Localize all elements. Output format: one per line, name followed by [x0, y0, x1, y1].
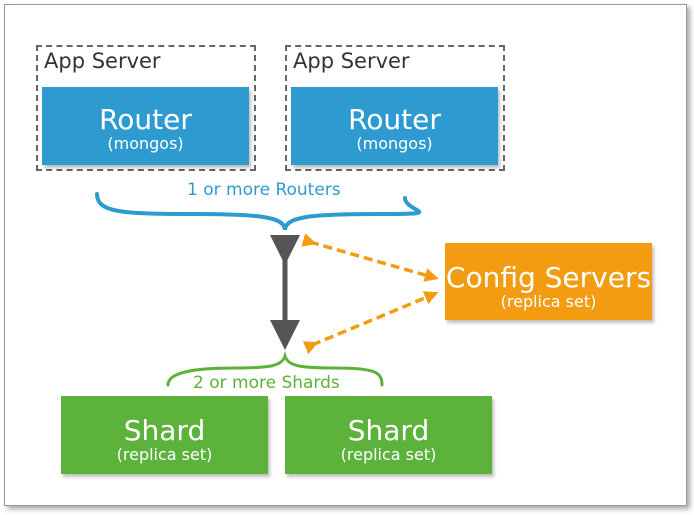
config-servers-subtitle: (replica set)	[500, 292, 597, 311]
shards-brace	[166, 350, 384, 387]
routers-brace-label: 1 or more Routers	[187, 180, 341, 200]
shard-box-2: Shard (replica set)	[285, 396, 492, 474]
app-server-label: App Server	[44, 49, 161, 73]
config-router-arrow	[301, 233, 439, 282]
shard-title: Shard	[347, 414, 430, 447]
shard-subtitle: (replica set)	[340, 445, 437, 464]
app-server-label: App Server	[293, 49, 410, 73]
router-subtitle: (mongos)	[107, 134, 184, 153]
router-box-1: Router (mongos)	[42, 87, 249, 165]
shard-box-1: Shard (replica set)	[61, 396, 268, 474]
router-subtitle: (mongos)	[356, 134, 433, 153]
shard-title: Shard	[123, 414, 206, 447]
config-servers-box: Config Servers (replica set)	[445, 243, 652, 320]
router-title: Router	[99, 103, 192, 136]
routers-brace	[95, 192, 422, 231]
router-title: Router	[348, 103, 441, 136]
app-server-1: App Server	[36, 45, 256, 171]
app-server-2: App Server	[285, 45, 505, 171]
shard-subtitle: (replica set)	[116, 445, 213, 464]
config-servers-title: Config Servers	[445, 261, 652, 294]
shards-brace-label: 2 or more Shards	[193, 373, 340, 393]
router-box-2: Router (mongos)	[291, 87, 498, 165]
config-shard-arrow	[302, 291, 439, 355]
